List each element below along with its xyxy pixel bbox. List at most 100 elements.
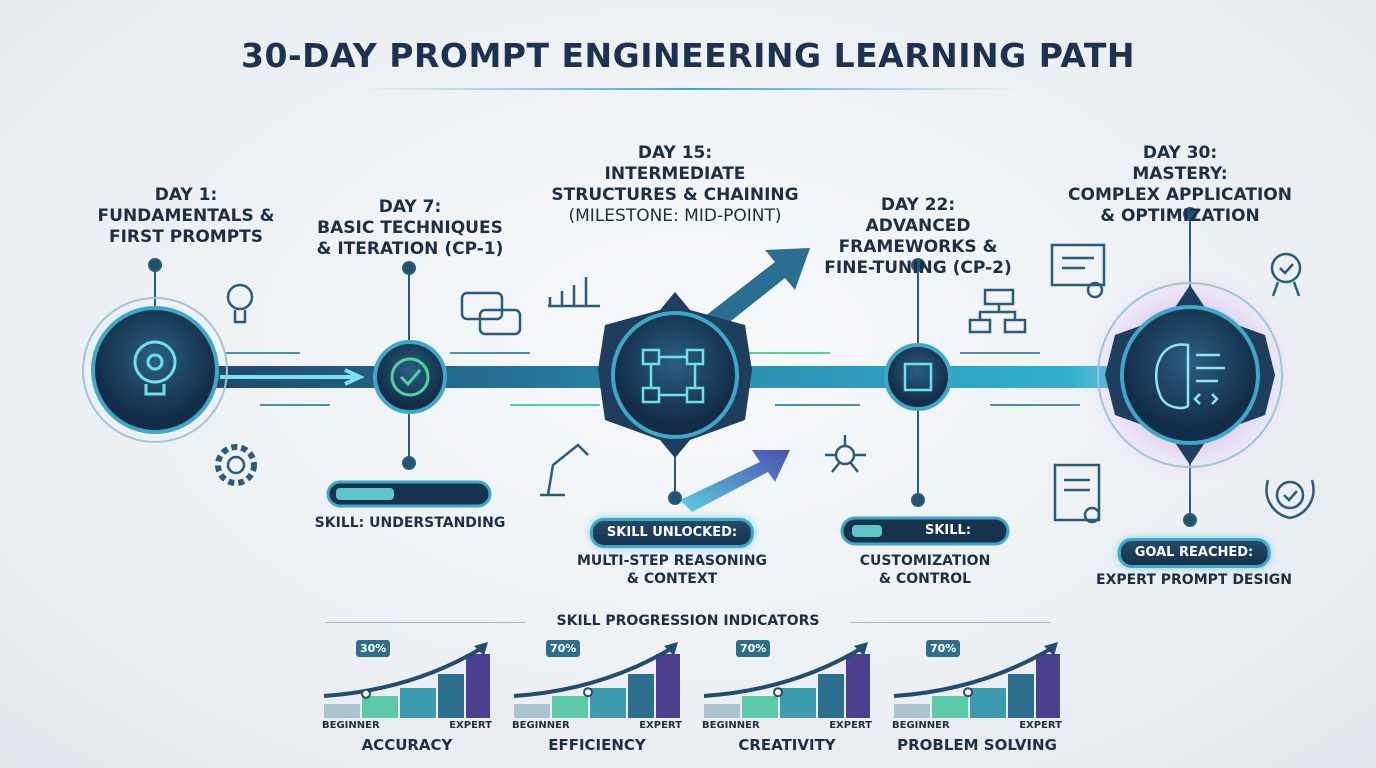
award-badge-icon [1270, 252, 1302, 297]
bar-5 [1036, 654, 1060, 718]
trend-arrow [323, 646, 484, 698]
bar-2 [552, 696, 588, 718]
trend-arrow [893, 646, 1054, 698]
robot-arm-icon [540, 443, 589, 497]
document-seal-icon [1053, 463, 1101, 524]
percent-badge: 70% [546, 640, 581, 657]
flow-arrows [225, 352, 1080, 406]
bar-5 [466, 654, 490, 718]
milestone-title: ADVANCED [865, 216, 971, 236]
progress-bar-day-22 [840, 516, 1010, 546]
progress-bar-day-7 [326, 480, 492, 508]
day-label: DAY 1: [154, 185, 218, 205]
growth-arrow-icon [700, 248, 810, 336]
indicator-name: PROBLEM SOLVING [897, 736, 1057, 754]
indicator-creativity: 70% BEGINNER EXPERT CREATIVITY [702, 640, 872, 754]
skill-day-22: CUSTOMIZATION & CONTROL [860, 552, 991, 588]
milestone-title: BASIC TECHNIQUES [317, 218, 503, 238]
bar-5 [846, 654, 870, 718]
bar-2 [932, 696, 968, 718]
bar-4 [438, 674, 464, 718]
milestone-day-22-label: DAY 22: ADVANCED FRAMEWORKS & FINE-TUNIN… [824, 195, 1011, 279]
page-title: 30-DAY PROMPT ENGINEERING LEARNING PATH [241, 36, 1135, 75]
lightbulb-icon [226, 283, 254, 324]
circuit-icon [903, 362, 933, 392]
indicator-problem-solving: 70% BEGINNER EXPERT PROBLEM SOLVING [892, 640, 1062, 754]
milestone-note: (MILESTONE: MID-POINT) [568, 206, 782, 226]
milestone-day-7-label: DAY 7: BASIC TECHNIQUES & ITERATION (CP-… [317, 197, 504, 260]
milestone-title-2: FIRST PROMPTS [108, 227, 263, 247]
bar-3 [400, 688, 436, 718]
trend-arrow [513, 646, 674, 698]
bar-2 [742, 696, 778, 718]
bar-1 [894, 704, 930, 718]
milestone-title-3: FINE-TUNING (CP-2) [824, 258, 1012, 278]
milestone-day-15-label: DAY 15: INTERMEDIATE STRUCTURES & CHAINI… [551, 143, 798, 227]
day-label: DAY 15: [637, 143, 713, 163]
level-marker [963, 687, 973, 698]
checkmark-icon [390, 357, 430, 397]
progress-chart [323, 642, 490, 718]
indicator-name: ACCURACY [361, 736, 453, 754]
bar-5 [656, 654, 680, 718]
bar-3 [970, 688, 1006, 718]
bar-4 [818, 674, 844, 718]
day-label: DAY 7: [378, 197, 442, 217]
goal-reached-pill: GOAL REACHED: [1117, 538, 1271, 568]
title-underline [360, 88, 1020, 90]
milestone-title-3: & OPTIMIZATION [1100, 206, 1260, 226]
milestone-title-2: & ITERATION (CP-1) [316, 239, 504, 259]
beginner-label: BEGINNER [512, 720, 570, 731]
milestone-title-2: STRUCTURES & CHAINING [551, 185, 799, 205]
track-arrow [220, 368, 365, 386]
progress-chart [893, 642, 1060, 718]
level-marker [773, 687, 783, 698]
level-marker [583, 687, 593, 698]
percent-badge: 30% [356, 640, 391, 657]
indicators-title: SKILL PROGRESSION INDICATORS [556, 613, 820, 629]
milestone-day-30-label: DAY 30: MASTERY: COMPLEX APPLICATION & O… [1068, 143, 1292, 227]
bar-chart-icon [548, 277, 600, 308]
org-chart-icon [968, 288, 1027, 334]
milestone-title: MASTERY: [1132, 164, 1228, 184]
bar-2 [362, 696, 398, 718]
chat-bubbles-icon [460, 291, 522, 336]
milestone-title-2: FRAMEWORKS & [838, 237, 998, 257]
day-label: DAY 22: [880, 195, 956, 215]
expert-label: EXPERT [639, 720, 682, 731]
milestone-title-2: COMPLEX APPLICATION [1068, 185, 1292, 205]
bar-3 [590, 688, 626, 718]
beginner-label: BEGINNER [322, 720, 380, 731]
milestone-title: FUNDAMENTALS & [97, 206, 275, 226]
divider-left [325, 622, 525, 623]
milestone-title: INTERMEDIATE [604, 164, 746, 184]
node-day-1 [82, 297, 228, 443]
expert-label: EXPERT [829, 720, 872, 731]
expert-label: EXPERT [449, 720, 492, 731]
indicator-name: CREATIVITY [738, 736, 836, 754]
expert-label: EXPERT [1019, 720, 1062, 731]
skill-line-1: CUSTOMIZATION [859, 553, 991, 569]
bar-4 [628, 674, 654, 718]
trend-arrow [703, 646, 864, 698]
skill-pill-day-22: SKILL: [925, 523, 972, 538]
indicator-accuracy: 30% BEGINNER EXPERT ACCURACY [322, 640, 492, 754]
bar-3 [780, 688, 816, 718]
skill-line-1: MULTI-STEP REASONING [576, 553, 768, 569]
network-icon [825, 435, 866, 473]
bar-1 [514, 704, 550, 718]
bar-4 [1008, 674, 1034, 718]
divider-right [850, 622, 1050, 623]
day-label: DAY 30: [1142, 143, 1218, 163]
lightbulb-gear-icon [133, 340, 177, 396]
percent-badge: 70% [736, 640, 771, 657]
skill-day-15: MULTI-STEP REASONING & CONTEXT [577, 552, 767, 588]
indicator-efficiency: 70% BEGINNER EXPERT EFFICIENCY [512, 640, 682, 754]
beginner-label: BEGINNER [702, 720, 760, 731]
laurel-check-icon [1265, 479, 1315, 520]
growth-arrow-icon-2 [680, 450, 790, 512]
brain-code-icon [1155, 343, 1225, 410]
skill-line-2: & CONTROL [878, 571, 972, 587]
beginner-label: BEGINNER [892, 720, 950, 731]
